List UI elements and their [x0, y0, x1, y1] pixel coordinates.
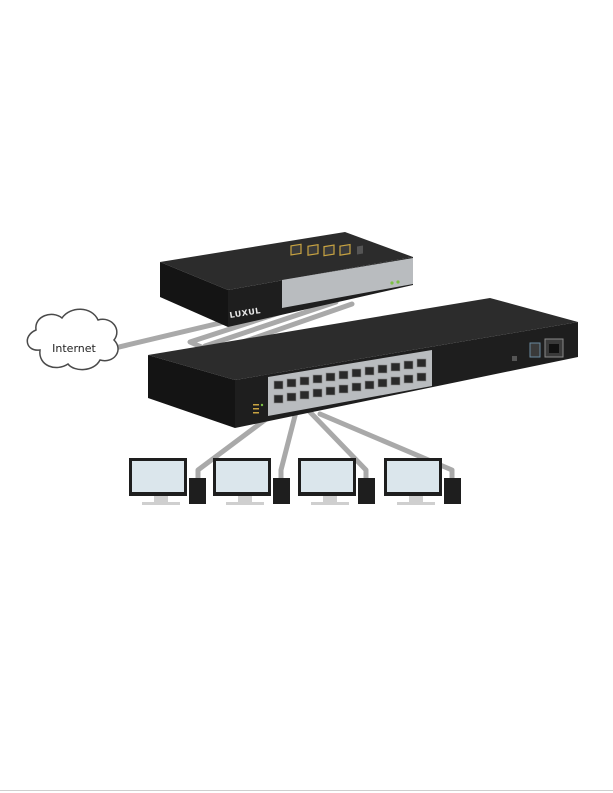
switch-workstation-cable-2	[281, 408, 297, 478]
computer-tower-icon	[444, 478, 461, 504]
computer-tower-icon	[273, 478, 290, 504]
page-bottom-rule	[0, 790, 613, 791]
power-switch-icon	[530, 343, 540, 357]
computer-monitor-icon	[213, 458, 290, 505]
reset-button-icon	[512, 356, 517, 361]
router-led	[390, 281, 393, 284]
computer-tower-icon	[189, 478, 206, 504]
router-led	[396, 280, 399, 283]
router-icon: LUXUL	[160, 232, 413, 327]
computer-monitor-icon	[129, 458, 206, 505]
cloud-label: Internet	[52, 342, 96, 355]
workstations	[129, 458, 461, 505]
computer-monitor-icon	[384, 458, 461, 505]
computer-tower-icon	[358, 478, 375, 504]
cloud-icon: Internet	[27, 309, 118, 369]
